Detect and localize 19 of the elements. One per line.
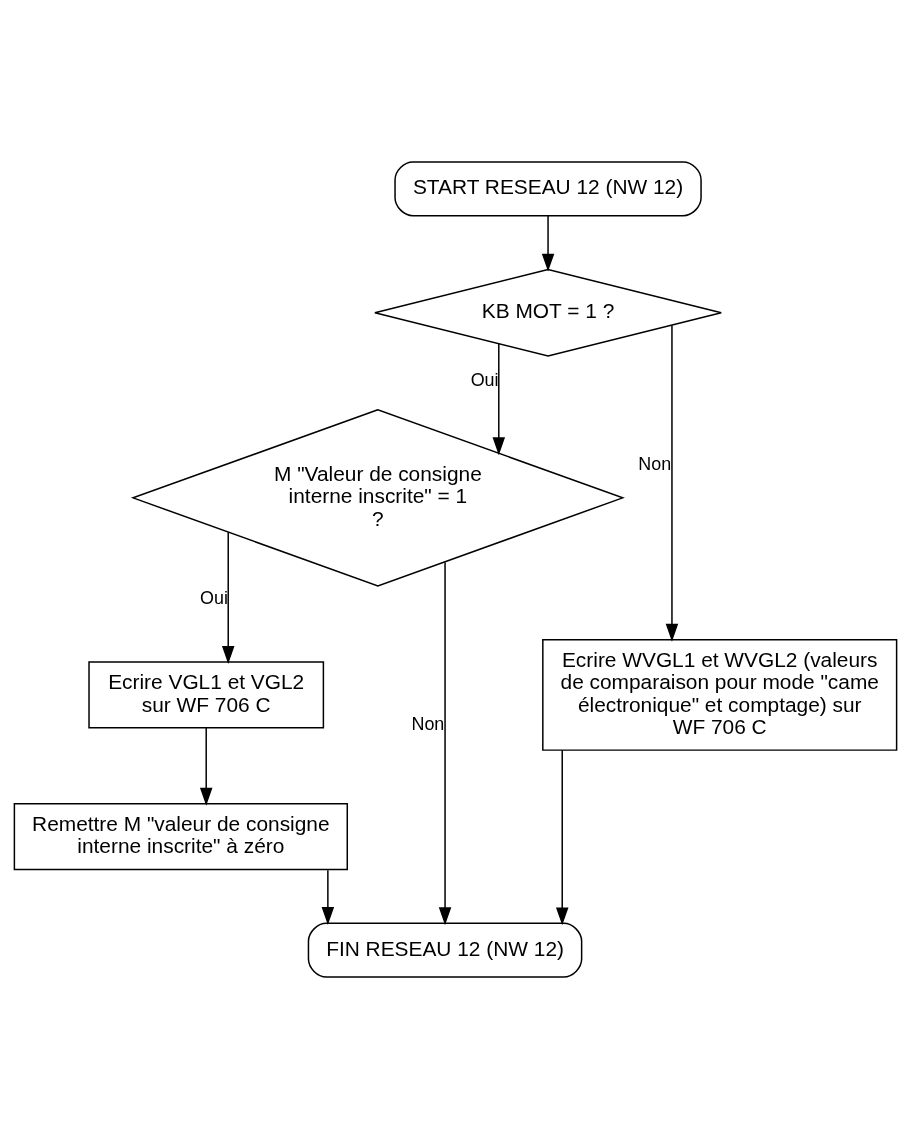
node-box: FIN RESEAU 12 (NW 12) — [307, 922, 583, 978]
edge-label: Non — [411, 713, 445, 734]
arrow — [438, 560, 452, 925]
arrow — [541, 214, 555, 272]
node-box: Remettre M "valeur de consigne interne inscrite" à zéro — [13, 802, 348, 870]
node-diamond: KB MOT = 1 ? — [374, 268, 722, 357]
arrow — [199, 726, 213, 806]
node-box: START RESEAU 12 (NW 12) — [394, 160, 702, 216]
arrow — [221, 530, 235, 664]
arrow — [492, 342, 506, 455]
node-box: Ecrire VGL1 et VGL2 sur WF 706 C — [88, 660, 325, 728]
node-diamond: M "Valeur de consigne interne inscrite" = 1 ? — [130, 408, 625, 587]
edge-label: Oui — [470, 369, 499, 390]
arrow — [555, 749, 569, 925]
arrow — [665, 324, 679, 642]
edge-label: Non — [638, 453, 672, 474]
arrow — [321, 868, 335, 925]
node-box: Ecrire WVGL1 et WVGL2 (valeurs de comparaison pour mode "came électronique" et comptage) sur WF 706 C — [542, 638, 898, 751]
edge-label: Oui — [200, 587, 228, 608]
